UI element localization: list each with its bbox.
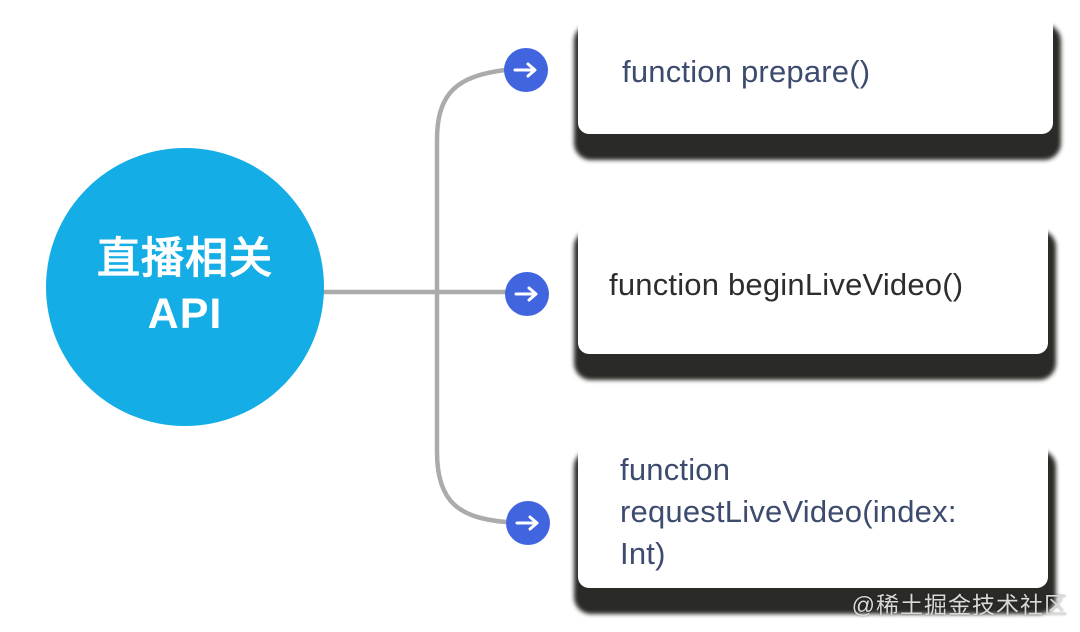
watermark: @稀土掘金技术社区	[851, 592, 1068, 618]
root-node-label-line1: 直播相关	[97, 234, 273, 283]
arrow-right-icon	[504, 48, 548, 92]
node-card-begin-live-video: function beginLiveVideo()	[578, 216, 1048, 354]
arrow-right-icon	[505, 272, 549, 316]
node-card-label: function prepare()	[622, 54, 871, 90]
node-card-request-live-video: function requestLiveVideo(index: Int)	[578, 436, 1048, 588]
node-card-label: function requestLiveVideo(index: Int)	[620, 452, 957, 571]
root-node-live-api: 直播相关 API	[46, 148, 324, 426]
arrow-right-icon	[506, 501, 550, 545]
node-card-label: function beginLiveVideo()	[609, 267, 964, 303]
root-node-label-line2: API	[147, 290, 223, 338]
node-card-prepare: function prepare()	[578, 10, 1053, 134]
